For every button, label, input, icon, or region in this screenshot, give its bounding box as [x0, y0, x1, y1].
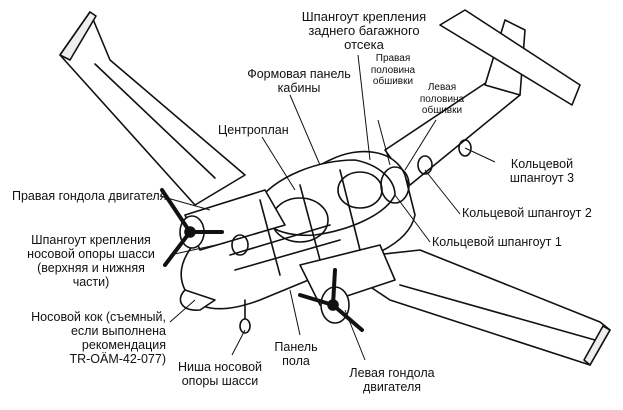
- label-left-skin-half: Левая половина обшивки: [419, 82, 465, 116]
- label-rear-baggage-bulkhead: Шпангоут крепления заднего багажного отс…: [301, 9, 427, 52]
- label-nose-gear-well: Ниша носовой опоры шасси: [177, 360, 263, 388]
- label-ring-frame-3: Кольцевой шпангоут 3: [509, 157, 575, 185]
- right-wing-tip: [59, 11, 97, 61]
- label-right-skin-half: Правая половина обшивки: [370, 53, 416, 87]
- label-nose-cone: Носовой кок (съемный, если выполнена рек…: [31, 310, 166, 366]
- label-floor-panel: Панель пола: [274, 340, 318, 368]
- right-wing: [59, 11, 246, 206]
- label-cabin-molded-panel: Формовая панель кабины: [247, 67, 351, 95]
- label-center-section: Центроплан: [218, 123, 289, 137]
- left-wing-tip: [583, 325, 611, 366]
- label-ring-frame-2: Кольцевой шпангоут 2: [462, 206, 592, 220]
- label-left-engine-nacelle: Левая гондола двигателя: [349, 366, 435, 394]
- right-propeller: [160, 188, 224, 267]
- horizontal-stabilizer: [439, 9, 581, 106]
- label-right-engine-nacelle: Правая гондола двигателя: [12, 189, 167, 203]
- nose-gear: [239, 299, 251, 334]
- left-engine-nacelle: [299, 244, 396, 306]
- label-nose-gear-bulkhead: Шпангоут крепления носовой опоры шасси (…: [27, 233, 155, 289]
- label-ring-frame-1: Кольцевой шпангоут 1: [432, 235, 562, 249]
